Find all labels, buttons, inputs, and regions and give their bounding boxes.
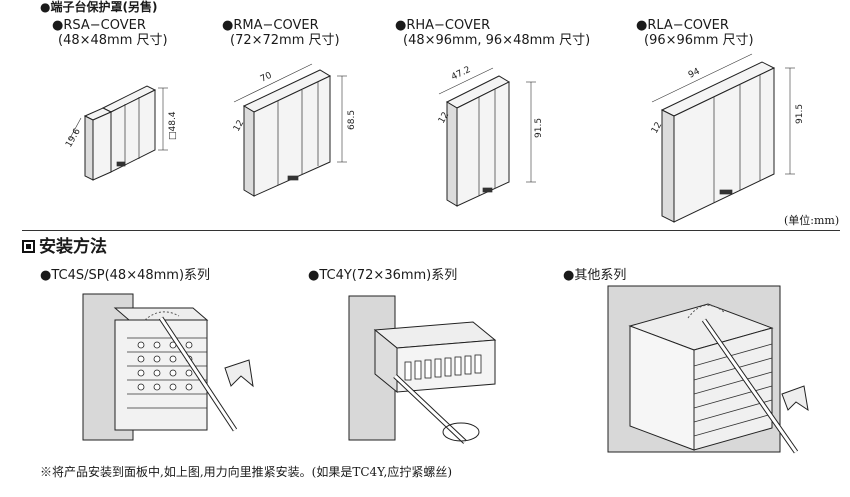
rha-dim-width: 47.2 xyxy=(450,65,472,83)
tc4s-install-illustration xyxy=(82,293,254,441)
rsa-cover-name: ●RSA−COVER xyxy=(52,18,146,33)
install-label-other: ●其他系列 xyxy=(563,268,627,283)
rsa-dim-size: □48.4 xyxy=(168,111,178,140)
install-label-tc4y: ●TC4Y(72×36mm)系列 xyxy=(308,268,458,283)
rma-cover-drawing: 70 12 68.5 xyxy=(232,63,357,197)
unit-label: (单位:mm) xyxy=(784,214,840,227)
rma-cover-size: (72×72mm 尺寸) xyxy=(230,33,340,48)
rha-cover-size: (48×96mm, 96×48mm 尺寸) xyxy=(403,33,591,48)
tc4y-install-illustration xyxy=(348,295,497,444)
rma-cover-name: ●RMA−COVER xyxy=(222,18,319,33)
rma-dim-height: 68.5 xyxy=(347,110,357,130)
rma-dim-width: 70 xyxy=(259,71,274,85)
rla-dim-width: 94 xyxy=(687,67,702,81)
rha-cover-drawing: 47.2 12 91.5 xyxy=(437,65,544,207)
rha-dim-depth: 12 xyxy=(437,111,451,126)
rsa-cover-size: (48×48mm 尺寸) xyxy=(58,33,168,48)
rsa-cover-drawing: 19.6 □48.4 xyxy=(64,85,178,181)
rla-cover-name: ●RLA−COVER xyxy=(636,18,729,33)
install-note: ※将产品安装到面板中,如上图,用力向里推紧安装。(如果是TC4Y,应拧紧螺丝) xyxy=(40,465,453,479)
rla-dim-height: 91.5 xyxy=(795,104,805,124)
rla-cover-size: (96×96mm 尺寸) xyxy=(644,33,754,48)
rsa-dim-depth: 19.6 xyxy=(64,127,83,150)
install-section-heading: 安装方法 xyxy=(22,236,107,258)
install-section-title: 安装方法 xyxy=(39,237,107,257)
other-install-illustration xyxy=(607,285,809,454)
rha-dim-height: 91.5 xyxy=(534,118,544,138)
section-marker-icon xyxy=(22,240,35,253)
rma-dim-depth: 12 xyxy=(232,119,246,134)
rla-dim-depth: 12 xyxy=(650,121,664,136)
install-label-tc4s: ●TC4S/SP(48×48mm)系列 xyxy=(40,268,211,283)
section-divider xyxy=(22,230,840,231)
rla-cover-drawing: 94 12 91.5 xyxy=(650,53,805,223)
cover-section-title: ●端子台保护罩(另售) xyxy=(40,0,158,14)
rha-cover-name: ●RHA−COVER xyxy=(395,18,491,33)
